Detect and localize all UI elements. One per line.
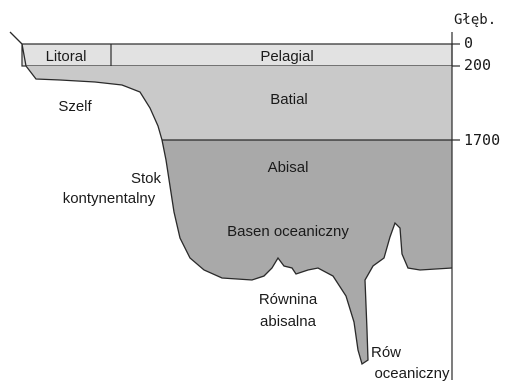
depth-tick-0-label: 0 [464,34,473,52]
rownina-label-line2: abisalna [260,313,317,330]
basen-label: Basen oceaniczny [227,223,349,240]
batial-label: Batial [270,91,308,108]
depth-tick-1700-label: 1700 [464,131,500,149]
stok-label-line1: Stok [131,170,162,187]
szelf-label: Szelf [58,98,92,115]
rownina-label-line1: Równina [259,291,318,308]
litoral-label: Litoral [46,48,87,65]
depth-tick-200-label: 200 [464,56,491,74]
row-label-line2: oceaniczny [374,365,450,382]
stok-label-line2: kontynentalny [63,190,156,207]
depth-axis-title: Głęb. [454,12,496,28]
pelagial-label: Pelagial [260,48,313,65]
surface-band [22,44,452,66]
abisal-label: Abisal [268,159,309,176]
row-label-line1: Rów [371,344,401,361]
